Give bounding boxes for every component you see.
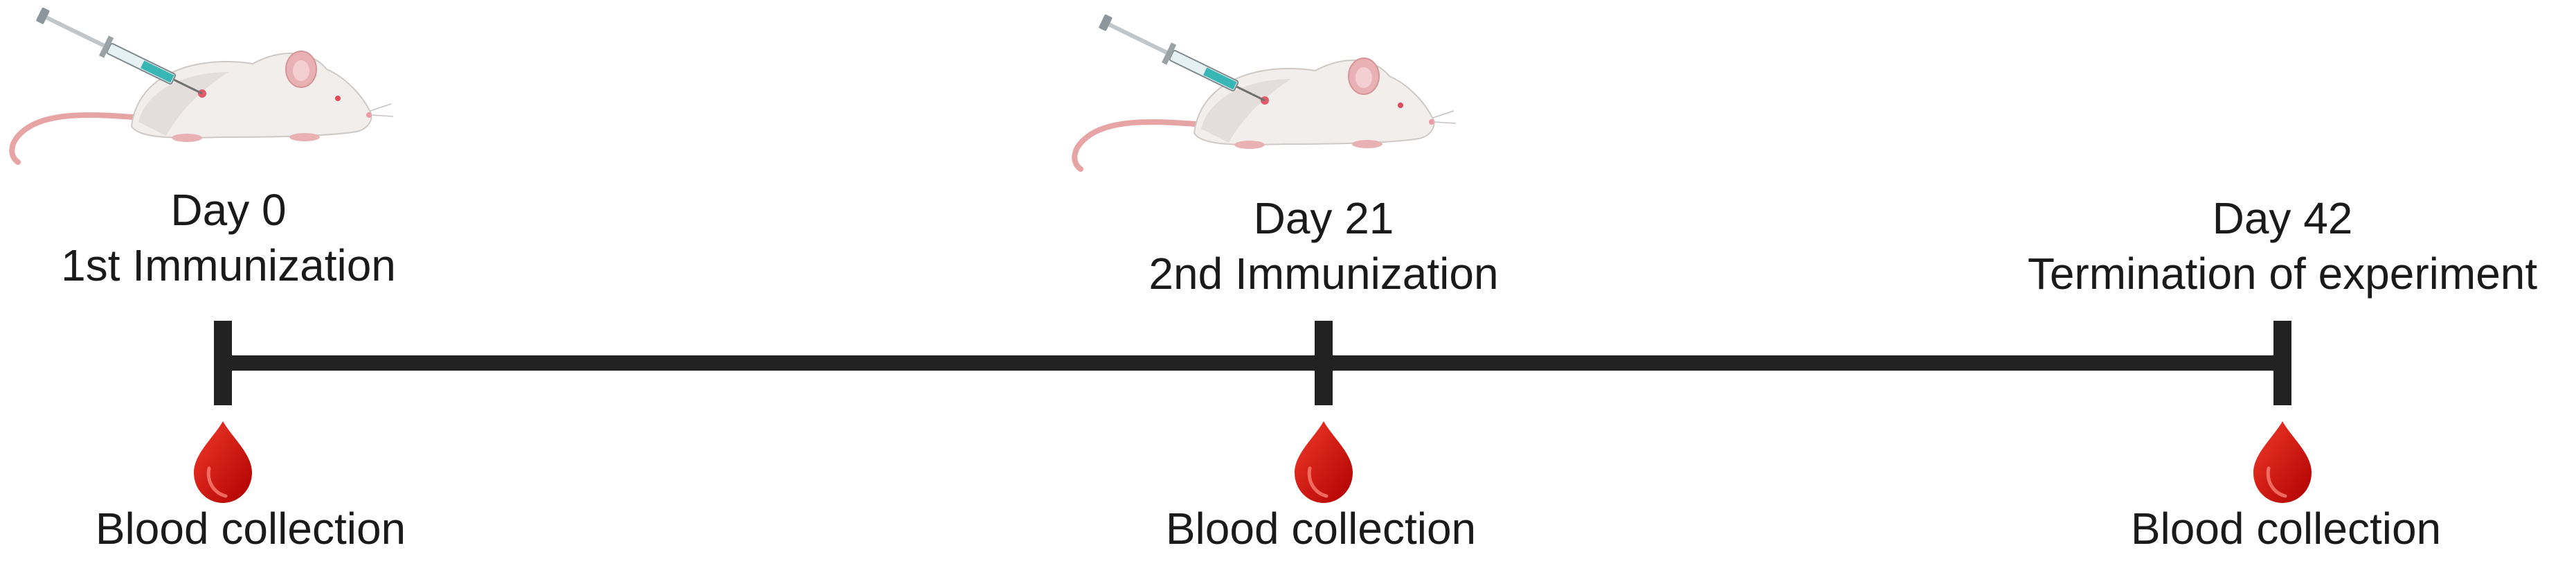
mouse-icon — [1074, 11, 1456, 169]
event-label: 2nd Immunization — [1149, 249, 1498, 299]
event-label: Termination of experiment — [2028, 249, 2538, 299]
day-label: Day 42 — [2213, 193, 2353, 243]
mouse-icon — [12, 4, 393, 162]
blood-collection-label: Blood collection — [1166, 504, 1476, 554]
blood-collection-label: Blood collection — [2131, 504, 2441, 554]
tick-day-0 — [214, 321, 232, 405]
day-label: Day 21 — [1254, 193, 1394, 243]
event-label: 1st Immunization — [61, 240, 396, 290]
blood-drop-icon — [2253, 421, 2312, 503]
tick-day-42 — [2273, 321, 2291, 405]
day-label: Day 0 — [170, 185, 286, 235]
blood-drop-icon — [194, 421, 252, 503]
blood-collection-label: Blood collection — [96, 504, 406, 554]
tick-day-21 — [1315, 321, 1333, 405]
blood-drop-icon — [1295, 421, 1353, 503]
